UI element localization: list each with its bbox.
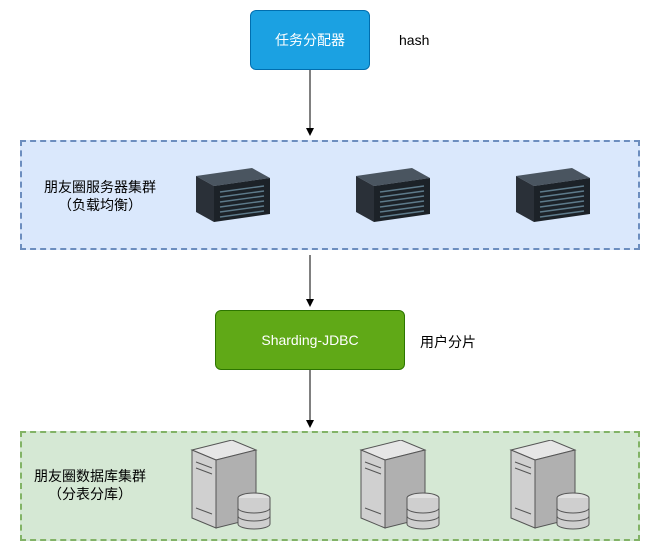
sharding-jdbc-label: Sharding-JDBC [261, 332, 359, 348]
database-cluster-title-line1: 朋友圈数据库集群 [34, 468, 146, 484]
database-server-icon [359, 440, 440, 530]
server-rack-icon [196, 168, 270, 222]
server-cluster-title: 朋友圈服务器集群 （负载均衡） [30, 178, 170, 214]
server-rack-icon [356, 168, 430, 222]
server-cluster-title-line2: （负载均衡） [58, 197, 142, 213]
database-server-icon [509, 440, 590, 530]
user-sharding-note: 用户分片 [420, 334, 476, 350]
database-cluster-title-line2: （分表分库） [48, 486, 132, 502]
server-cluster-title-line1: 朋友圈服务器集群 [44, 179, 156, 195]
database-cluster-title: 朋友圈数据库集群 （分表分库） [20, 467, 160, 503]
server-rack-icon [516, 168, 590, 222]
hash-note: hash [399, 32, 430, 48]
task-dispatcher-label: 任务分配器 [275, 32, 345, 48]
sharding-jdbc-node[interactable]: Sharding-JDBC [215, 310, 405, 370]
database-server-icon [190, 440, 271, 530]
task-dispatcher-node[interactable]: 任务分配器 [250, 10, 370, 70]
